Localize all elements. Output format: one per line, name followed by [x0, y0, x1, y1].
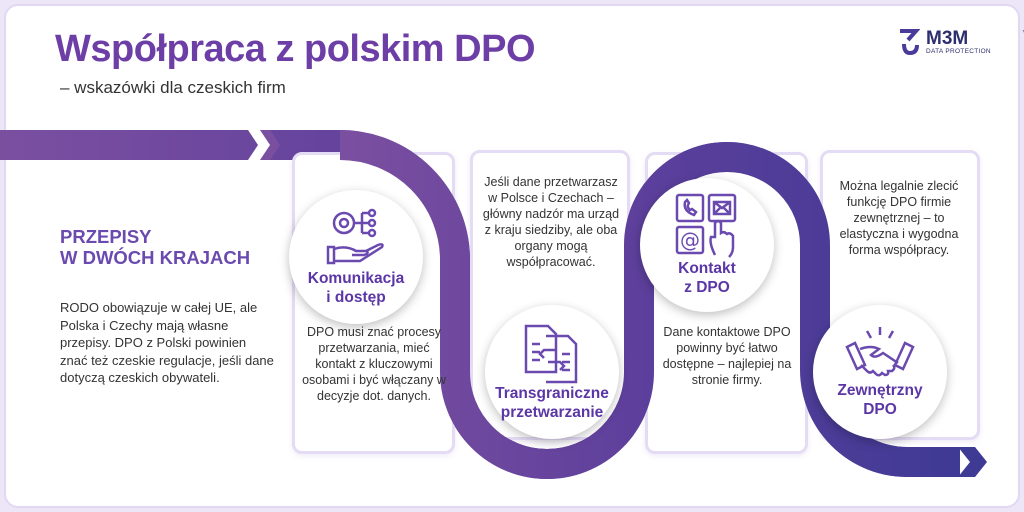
step-title: z DPO — [684, 279, 730, 296]
step-text-1: DPO musi znać procesy przetwarzania, mie… — [302, 325, 446, 403]
step-title: Kontakt — [678, 260, 736, 277]
gear-network-hand-icon — [326, 208, 384, 265]
step-circle-2: Transgraniczne przetwarzanie — [485, 305, 619, 439]
document-transfer-icon — [524, 324, 578, 384]
step-title: Komunikacja — [307, 270, 405, 287]
page-title: Współpraca z polskim DPO — [55, 28, 536, 70]
step-circle-3: @ Kontakt z DPO — [640, 178, 774, 312]
page-subtitle: – wskazówki dla czeskich firm — [60, 78, 286, 97]
svg-text:@: @ — [680, 228, 700, 252]
m3m-logo: M3M DATA PROTECTION ™ — [898, 27, 1024, 56]
logo-name: M3M — [926, 27, 969, 49]
step-text-4: Można legalnie zlecić funkcję DPO firmie… — [839, 179, 959, 257]
intro-heading-line1: PRZEPISY — [60, 226, 152, 247]
logo-mark-icon — [900, 29, 920, 56]
chevron-end-icon — [958, 447, 987, 477]
step-title: i dostęp — [326, 289, 386, 306]
logo-tagline: DATA PROTECTION — [926, 47, 991, 55]
step-text-3: Dane kontaktowe DPO powinny być łatwo do… — [662, 325, 792, 387]
intro-heading-line2: W DWÓCH KRAJACH — [60, 247, 251, 268]
step-title: Transgraniczne — [495, 385, 609, 402]
contact-channels-icon: @ — [675, 193, 737, 258]
intro-text: RODO obowiązuje w całej UE, ale Polska i… — [60, 300, 274, 385]
step-title: DPO — [863, 401, 897, 418]
step-circle-1: Komunikacja i dostęp — [289, 190, 423, 324]
step-text-2: Jeśli dane przetwarzasz w Polsce i Czech… — [482, 175, 620, 269]
intro-heading: PRZEPISY W DWÓCH KRAJACH — [60, 226, 250, 268]
step-title: przetwarzanie — [500, 404, 604, 421]
handshake-icon — [845, 327, 915, 377]
chevron-icon — [260, 130, 280, 160]
step-title: Zewnętrzny — [837, 382, 923, 399]
logo-tm: ™ — [1022, 30, 1024, 36]
